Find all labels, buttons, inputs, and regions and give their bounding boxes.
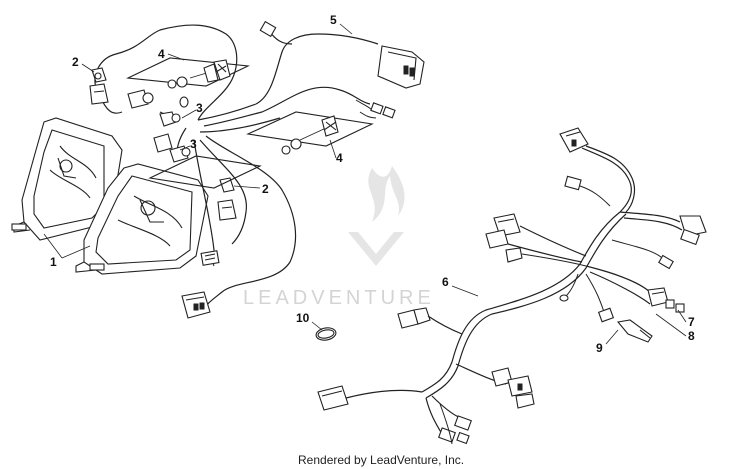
adjuster-upper [125, 57, 251, 108]
main-connector-5 [259, 20, 425, 89]
callouts: 1 2 2 3 3 4 4 5 6 7 8 9 10 [43, 13, 695, 355]
callout-1: 1 [50, 255, 57, 269]
callout-2-lower: 2 [262, 182, 269, 196]
callout-3-upper: 3 [196, 101, 203, 115]
bulb-socket-lower [217, 177, 237, 221]
mounting-plate [148, 155, 262, 189]
callout-9: 9 [596, 341, 603, 355]
callout-7: 7 [688, 315, 695, 329]
headlight-right [75, 163, 209, 275]
wire-clip [315, 327, 337, 341]
callout-3-lower: 3 [190, 137, 197, 151]
adjuster-lower [246, 111, 374, 155]
watermark-text: LEADVENTURE [243, 287, 435, 309]
ring-terminals [355, 99, 396, 119]
bulb-socket-upper [89, 67, 109, 105]
headlight-wiring-harness [94, 24, 379, 311]
callout-8: 8 [688, 329, 695, 343]
plug-headlight [181, 250, 220, 319]
callout-4-upper: 4 [158, 47, 165, 61]
bulb-upper [127, 89, 181, 127]
callout-5: 5 [330, 13, 337, 27]
callout-6: 6 [442, 275, 449, 289]
watermark-logo [348, 166, 405, 266]
callout-4-lower: 4 [336, 151, 343, 165]
main-wiring-harness [317, 127, 707, 445]
callout-2-upper: 2 [72, 55, 79, 69]
callout-10: 10 [296, 311, 310, 325]
bulb-lower [153, 133, 191, 163]
render-credit: Rendered by LeadVenture, Inc. [298, 453, 464, 467]
